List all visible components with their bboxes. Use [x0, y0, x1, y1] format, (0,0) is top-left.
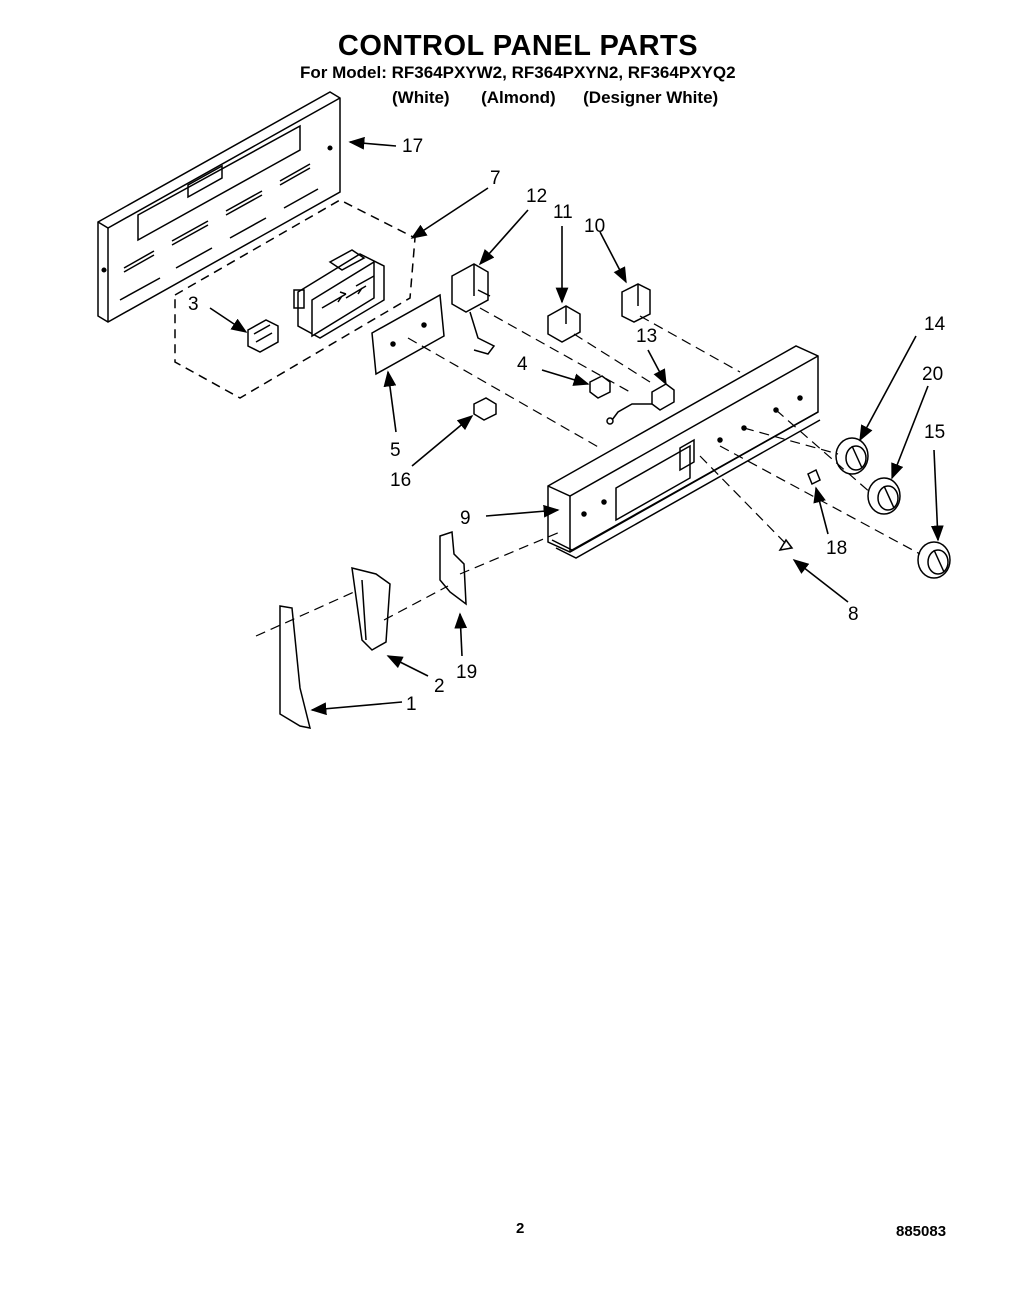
callout-9: 9 [460, 508, 471, 529]
callout-5: 5 [390, 440, 401, 461]
callout-2: 2 [434, 676, 445, 697]
part-10-switch [621, 283, 651, 323]
part-11-relay [547, 305, 581, 343]
part-2-end-cap [351, 567, 391, 651]
part-14-knob [835, 437, 869, 475]
callout-19: 19 [456, 662, 477, 683]
model-colors: (White) (Almond) (Designer White) [392, 88, 718, 108]
page-title: CONTROL PANEL PARTS [337, 30, 699, 62]
callout-13: 13 [636, 326, 657, 347]
part-4-connector [589, 375, 611, 399]
callout-20: 20 [922, 364, 943, 385]
callout-12: 12 [526, 186, 547, 207]
part-15-knob [917, 541, 951, 579]
part-20-knob [867, 477, 901, 515]
part-18-lens [807, 468, 821, 486]
color-white: (White) [392, 88, 450, 107]
page-number: 2 [516, 1220, 525, 1237]
callout-18: 18 [826, 538, 847, 559]
document-number: 885083 [896, 1223, 947, 1240]
callout-4: 4 [517, 354, 528, 375]
callout-15: 15 [924, 422, 945, 443]
model-numbers: For Model: RF364PXYW2, RF364PXYN2, RF364… [300, 63, 736, 82]
callout-7: 7 [490, 168, 501, 189]
part-17-rear-panel [97, 91, 341, 323]
part-19-bracket [439, 530, 467, 606]
callout-1: 1 [406, 694, 417, 715]
part-5-overlay [371, 293, 445, 376]
part-7-assembly-outline [174, 199, 416, 399]
callout-10: 10 [584, 216, 605, 237]
callout-16: 16 [390, 470, 411, 491]
part-12-switch [451, 263, 496, 355]
callout-8: 8 [848, 604, 859, 625]
clock-timer-module [293, 249, 385, 339]
part-1-side-trim [279, 605, 312, 729]
color-designer-white: (Designer White) [583, 88, 719, 107]
callout-14: 14 [924, 314, 946, 335]
part-16-clip [473, 397, 497, 421]
part-8-indicator [778, 538, 794, 552]
callout-17: 17 [402, 136, 423, 157]
part-13-harness [606, 383, 675, 425]
callout-3: 3 [188, 294, 199, 315]
part-9-control-panel [547, 345, 821, 559]
callout-11: 11 [553, 202, 573, 223]
color-almond: (Almond) [481, 88, 556, 107]
part-3-clip [247, 319, 279, 353]
